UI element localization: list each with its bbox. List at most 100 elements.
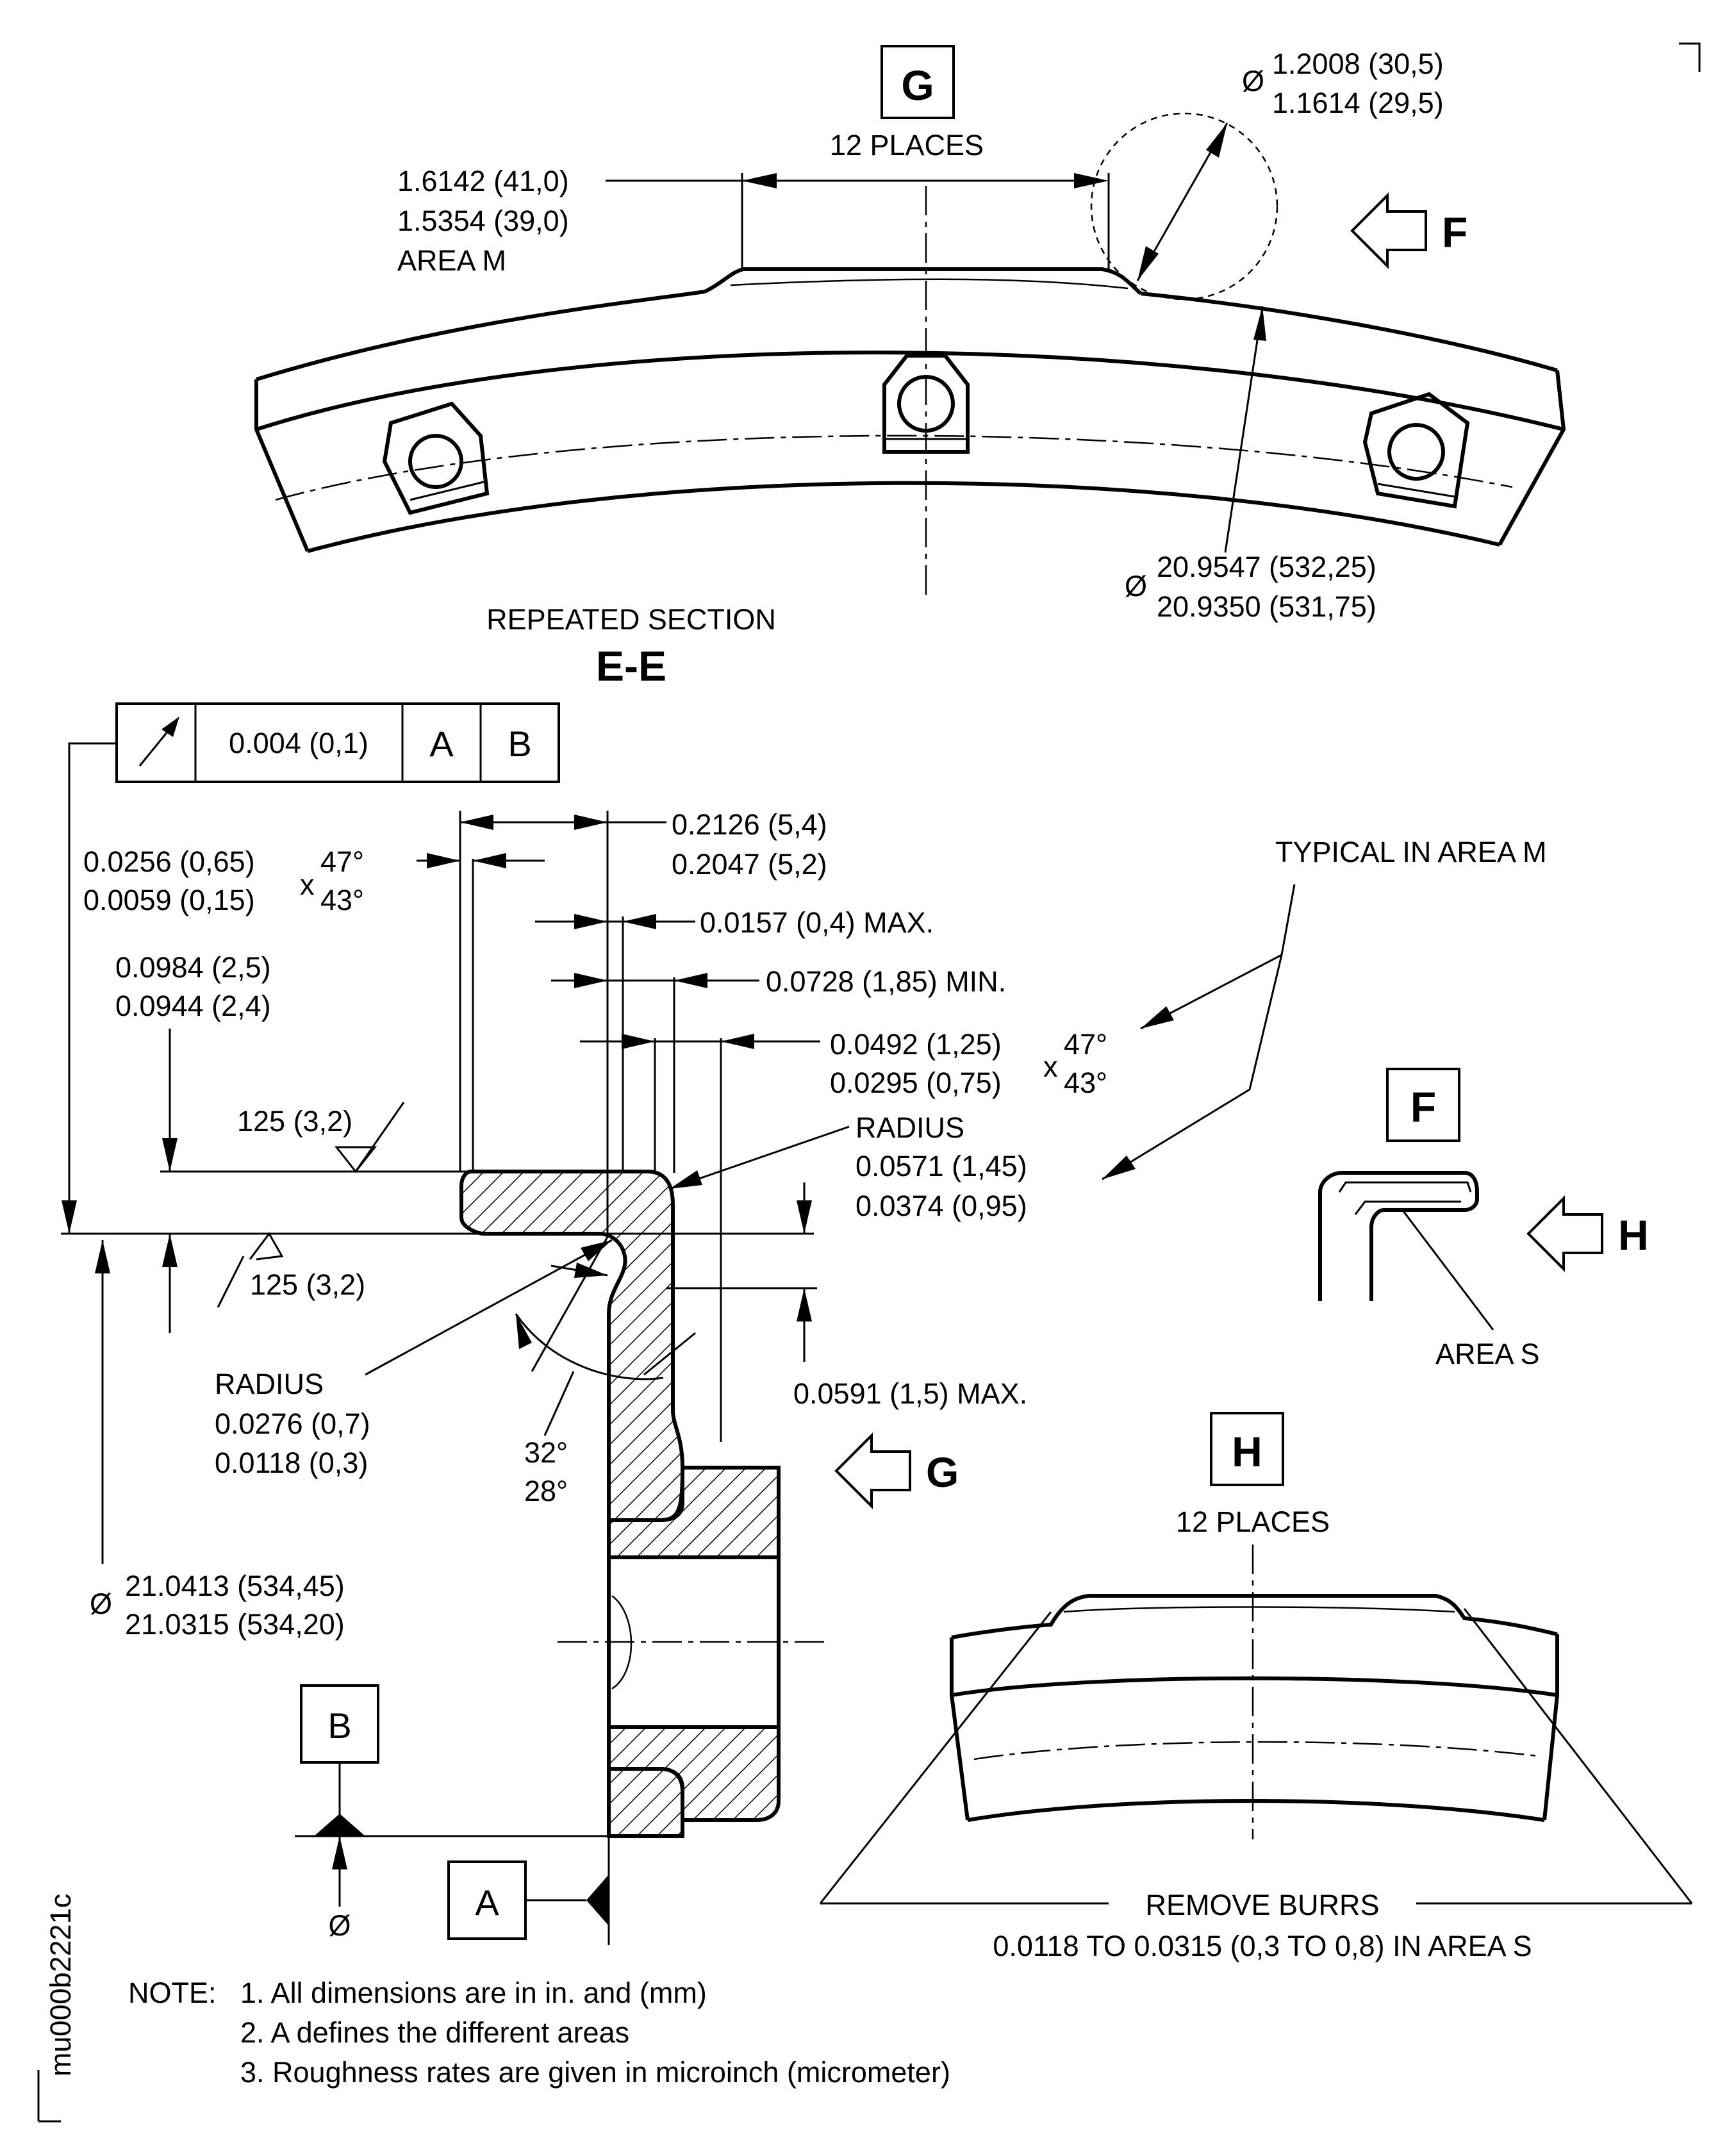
view-arrow-f-shape bbox=[1350, 192, 1427, 269]
ring-left-end bbox=[254, 379, 310, 552]
burr-leader-right bbox=[1463, 1608, 1693, 1904]
ring-right-end bbox=[1498, 370, 1566, 546]
typical-leader-c bbox=[1248, 954, 1283, 1090]
dim-0212-top: 0.2126 (5,4) bbox=[672, 808, 827, 841]
roughness-bottom: 125 (3,2) bbox=[250, 1268, 365, 1301]
burr-leader-left bbox=[819, 1611, 1052, 1904]
dim-0212-bottom: 0.2047 (5,2) bbox=[672, 848, 827, 881]
runout-icon bbox=[138, 717, 179, 766]
datum-a-triangle bbox=[586, 1875, 609, 1926]
circle-dia-top: 1.2008 (30,5) bbox=[1272, 47, 1444, 80]
notes-prefix: NOTE: bbox=[128, 1976, 217, 2009]
typical-leader-a bbox=[1280, 884, 1296, 956]
section-title-line2: E-E bbox=[596, 642, 666, 690]
view-h-ends bbox=[950, 1634, 1559, 1821]
circle-dia-bottom: 1.1614 (29,5) bbox=[1272, 87, 1444, 119]
view-f-inner bbox=[1338, 1181, 1472, 1215]
notes: NOTE: 1. All dimensions are in in. and (… bbox=[128, 1976, 950, 2089]
dia-2104-bottom: 21.0315 (534,20) bbox=[125, 1608, 345, 1641]
view-h-pad-inner bbox=[1063, 1606, 1455, 1613]
roughness-symbol-top bbox=[334, 1102, 405, 1173]
ring-inner-edge bbox=[307, 481, 1500, 553]
section-flange-body bbox=[459, 1170, 684, 1522]
chamfer2-x: x bbox=[1043, 1050, 1058, 1083]
note-item: 3. Roughness rates are given in microinc… bbox=[240, 2056, 950, 2089]
datum-b-triangle bbox=[314, 1814, 365, 1836]
chamfer2-bottom: 0.0295 (0,75) bbox=[830, 1066, 1002, 1099]
pad-inner-line bbox=[730, 278, 1128, 290]
chamfer2-angle-top: 47° bbox=[1064, 1028, 1107, 1061]
view-h-inner bbox=[967, 1799, 1545, 1822]
area-m-arrow-left bbox=[742, 173, 777, 188]
datum-a-label: A bbox=[475, 1882, 499, 1923]
area-m-arrow-right bbox=[1074, 173, 1109, 188]
chamfer2-top: 0.0492 (1,25) bbox=[830, 1028, 1002, 1061]
datum-b-label: B bbox=[327, 1705, 351, 1746]
thick-bottom: 0.0944 (2,4) bbox=[115, 990, 271, 1022]
typical-area-m: TYPICAL IN AREA M bbox=[1275, 836, 1546, 868]
area-m-dim-bottom: 1.5354 (39,0) bbox=[397, 204, 569, 237]
roughness-symbol-bottom bbox=[217, 1232, 284, 1308]
angle-ref-1 bbox=[531, 1236, 609, 1372]
area-m-dim-top: 1.6142 (41,0) bbox=[397, 165, 569, 197]
bolt-pocket-left bbox=[382, 401, 490, 515]
view-f-box bbox=[1386, 1068, 1460, 1142]
dia-2104-top: 21.0413 (534,45) bbox=[125, 1570, 345, 1602]
view-h-box bbox=[1210, 1412, 1284, 1486]
radius2-label: RADIUS bbox=[215, 1368, 324, 1400]
note-item: 1. All dimensions are in in. and (mm) bbox=[240, 1976, 707, 2009]
fcf-datum-b: B bbox=[508, 724, 531, 764]
area-m-label: AREA M bbox=[397, 244, 506, 277]
drawing-id-text: mu000b2221c bbox=[44, 1894, 77, 2076]
area-s-leader bbox=[1402, 1211, 1494, 1330]
fcf-leader bbox=[68, 742, 117, 1234]
dim-0591: 0.0591 (1,5) MAX. bbox=[793, 1377, 1027, 1410]
dia-2104-symbol: Ø bbox=[90, 1587, 112, 1620]
section-hub-upper bbox=[607, 1466, 781, 1559]
dim-0728: 0.0728 (1,85) MIN. bbox=[766, 965, 1006, 998]
ring-mid-line bbox=[256, 351, 1564, 431]
radius1-top: 0.0571 (1,45) bbox=[856, 1150, 1027, 1182]
ring-outer-edge bbox=[256, 290, 706, 381]
roughness-top: 125 (3,2) bbox=[237, 1105, 352, 1138]
hole-countersink bbox=[611, 1595, 632, 1690]
view-h-places: 12 PLACES bbox=[1176, 1505, 1330, 1538]
section-ee-view: G 12 PLACES 1.6142 (41,0) 1.5354 (39,0) … bbox=[254, 45, 1566, 690]
view-f-label: F bbox=[1410, 1083, 1436, 1131]
view-h-centerline-arc bbox=[973, 1741, 1539, 1760]
chamfer-x: x bbox=[300, 868, 315, 901]
angle-top: 32° bbox=[524, 1436, 568, 1469]
view-arrow-h-label: H bbox=[1618, 1211, 1649, 1259]
angle-leader bbox=[543, 1371, 575, 1436]
radius1-bottom: 0.0374 (0,95) bbox=[856, 1189, 1027, 1222]
chamfer-angle-top: 47° bbox=[320, 845, 364, 878]
ring-bolt-centerline bbox=[275, 435, 1513, 501]
outer-dia-leader bbox=[1224, 306, 1264, 553]
fcf-value: 0.004 (0,1) bbox=[229, 727, 368, 759]
bolt-pocket-right bbox=[1362, 392, 1470, 509]
angle-arc bbox=[515, 1313, 664, 1380]
drawing-id: mu000b2221c bbox=[37, 1894, 77, 2123]
view-label-g-box bbox=[880, 45, 955, 119]
view-f: F AREA S H bbox=[1318, 1068, 1649, 1370]
section-lower-lug bbox=[607, 1767, 684, 1838]
area-m-raised-pad bbox=[704, 267, 1143, 295]
radius2-leader bbox=[365, 1239, 613, 1376]
corner-mark bbox=[1679, 42, 1701, 72]
radius2-bottom: 0.0118 (0,3) bbox=[215, 1446, 368, 1479]
circle-dia-arrow-lower bbox=[1137, 246, 1159, 281]
circle-dia-arrow-upper bbox=[1206, 123, 1227, 158]
datum-b-box bbox=[300, 1684, 379, 1764]
thick-top: 0.0984 (2,5) bbox=[115, 951, 271, 984]
dim-0157: 0.0157 (0,4) MAX. bbox=[700, 906, 934, 939]
places-label: 12 PLACES bbox=[830, 129, 984, 162]
detail-circle bbox=[1090, 112, 1278, 301]
outer-dia-arrow bbox=[1253, 306, 1266, 341]
angle-bottom: 28° bbox=[524, 1475, 568, 1507]
angle-ref-2 bbox=[643, 1332, 696, 1376]
view-arrow-g-shape bbox=[834, 1432, 911, 1509]
view-h-mid bbox=[951, 1676, 1558, 1697]
radius2-top: 0.0276 (0,7) bbox=[215, 1407, 370, 1440]
note-item: 2. A defines the different areas bbox=[240, 2016, 629, 2049]
